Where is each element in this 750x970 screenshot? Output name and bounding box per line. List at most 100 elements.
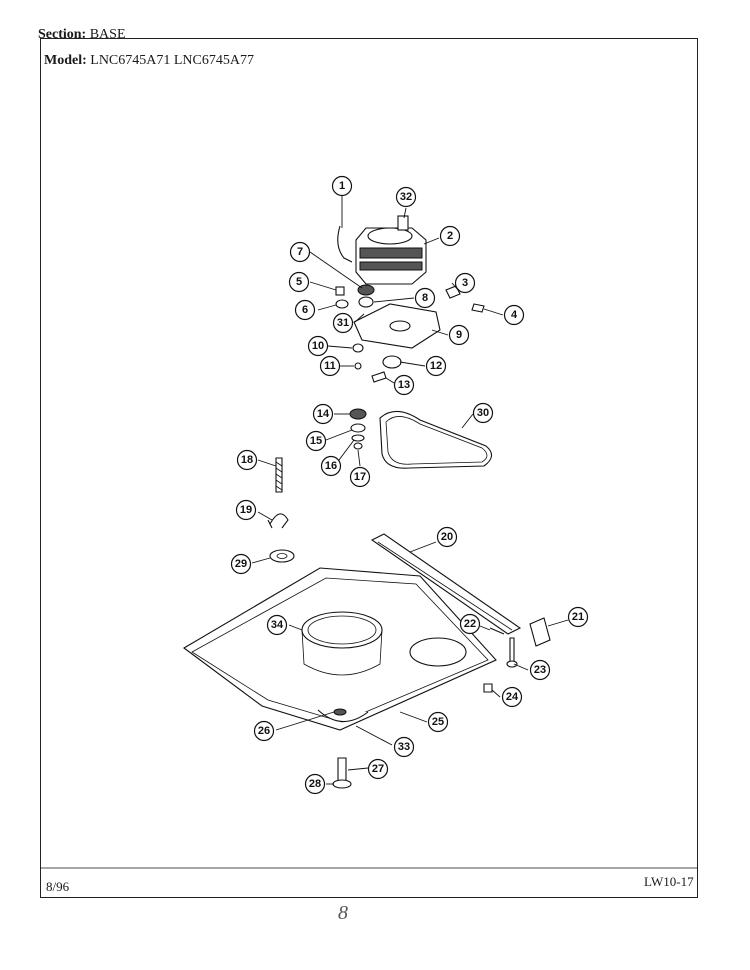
callout-9: 9 [448,324,470,346]
svg-text:13: 13 [398,379,410,391]
callout-15: 15 [305,430,327,452]
svg-text:20: 20 [441,531,453,543]
bolt-part-3 [509,637,515,663]
svg-text:12: 12 [430,360,442,372]
pin-part-2 [489,627,505,635]
callout-30: 30 [472,402,494,424]
callout-8: 8 [414,287,436,309]
screw-part [471,303,485,313]
svg-text:32: 32 [400,191,412,203]
callout-26: 26 [253,720,275,742]
leveling-leg-part [337,757,347,783]
callout-27: 27 [367,758,389,780]
callout-18: 18 [236,449,258,471]
page-id: LW10-17 [644,874,694,889]
base-opening [409,637,467,667]
svg-text:25: 25 [432,716,444,728]
svg-text:23: 23 [534,664,546,676]
callout-29: 29 [230,553,252,575]
spring-part [275,457,283,493]
svg-text:1: 1 [339,180,345,192]
svg-text:16: 16 [325,460,337,472]
svg-text:6: 6 [302,304,308,316]
small-bracket-part [529,617,551,647]
clip-part [445,285,461,299]
spring-clip-part [267,513,289,529]
svg-text:4: 4 [511,309,518,321]
drain-plug-part [333,708,347,716]
belt-part [379,410,493,469]
svg-text:24: 24 [506,691,519,703]
callout-10: 10 [307,335,329,357]
svg-text:17: 17 [354,471,366,483]
callout-17: 17 [349,466,371,488]
svg-text:8: 8 [422,292,428,304]
wire-clip-part [337,225,353,263]
callout-5: 5 [288,271,310,293]
callout-20: 20 [436,526,458,548]
nut-part [352,343,364,353]
svg-text:5: 5 [296,276,302,288]
callout-34: 34 [266,614,288,636]
callout-7: 7 [289,241,311,263]
callout-25: 25 [427,711,449,733]
callout-2: 2 [439,225,461,247]
revision-date: 8/96 [46,879,70,894]
gasket-part [269,549,295,563]
pin-part [354,362,362,370]
callout-33: 33 [393,736,415,758]
svg-text:26: 26 [258,725,270,737]
screw-part-2 [483,683,493,693]
svg-text:3: 3 [462,277,468,289]
callout-19: 19 [235,499,257,521]
bracket-part [370,533,522,635]
callout-28: 28 [304,773,326,795]
svg-text:21: 21 [572,611,584,623]
bolt-part [335,286,345,296]
washer-part [335,299,349,309]
callout-12: 12 [425,355,447,377]
pulley-nut-part [353,442,363,450]
svg-text:11: 11 [324,360,336,372]
svg-text:19: 19 [240,504,252,516]
callout-13: 13 [393,374,415,396]
callout-22: 22 [459,613,481,635]
svg-text:29: 29 [235,558,247,570]
pulley-washer-part [350,423,366,433]
pulley-part [349,408,367,420]
model-heading: Model: LNC6745A71 LNC6745A77 [44,53,254,69]
grommet-part-2 [358,296,374,308]
callout-31: 31 [332,312,354,334]
callout-1: 1 [331,175,353,197]
model-value: LNC6745A71 LNC6745A77 [90,53,254,68]
handwritten-mark: 8 [338,902,348,924]
diagram-frame [40,38,698,898]
callout-16: 16 [320,455,342,477]
callout-23: 23 [529,659,551,681]
motor-part [355,215,427,285]
svg-text:18: 18 [241,454,253,466]
coupling-part [382,355,402,369]
svg-text:9: 9 [456,329,462,341]
svg-text:14: 14 [317,408,330,420]
svg-text:10: 10 [312,340,324,352]
svg-text:2: 2 [447,230,453,242]
svg-text:34: 34 [271,619,284,631]
svg-text:7: 7 [297,246,303,258]
svg-text:22: 22 [464,618,476,630]
callout-3: 3 [454,272,476,294]
tub-ring-part [301,611,383,649]
callout-21: 21 [567,606,589,628]
callout-4: 4 [503,304,525,326]
callout-32: 32 [395,186,417,208]
callout-11: 11 [319,355,341,377]
callout-14: 14 [312,403,334,425]
bolt-part-2 [371,371,387,383]
svg-text:15: 15 [310,435,322,447]
svg-text:30: 30 [477,407,489,419]
callout-6: 6 [294,299,316,321]
pulley-washer-part-2 [351,434,365,442]
callout-24: 24 [501,686,523,708]
svg-text:28: 28 [309,778,321,790]
